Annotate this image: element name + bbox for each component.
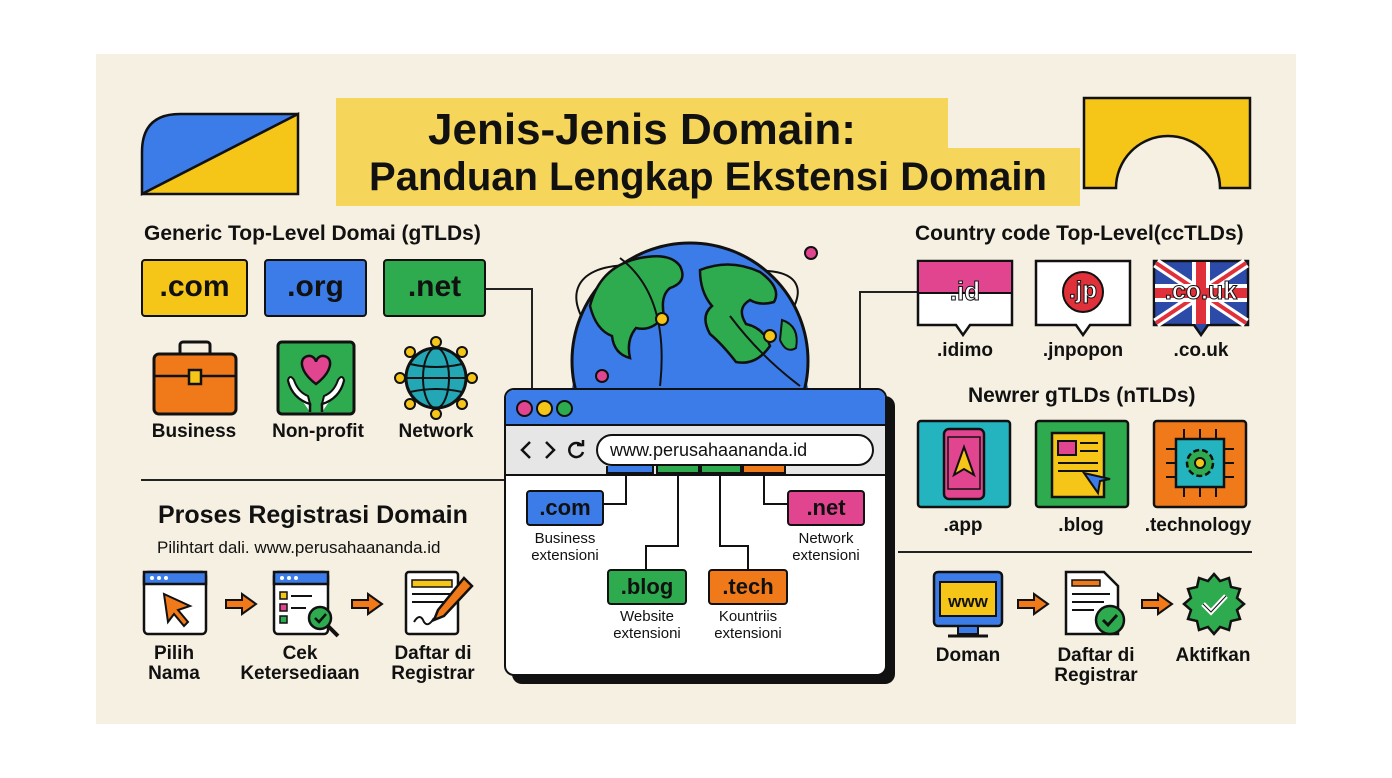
globe-network-icon	[394, 336, 478, 420]
gtld-label-nonprofit: Non-profit	[272, 421, 364, 442]
ntld-label-app: .app	[943, 515, 983, 536]
page-title: Jenis-Jenis Domain:	[428, 105, 856, 154]
cursor-window-icon	[142, 570, 208, 636]
verified-badge-icon	[1182, 572, 1246, 636]
divider-right	[898, 551, 1252, 553]
ext-desc-com: Business extensioni	[531, 530, 599, 564]
url-text[interactable]: www.perusahaananda.id	[610, 440, 808, 460]
cctld-label-couk: .co.uk	[1173, 340, 1229, 361]
arrow-right-icon	[1141, 592, 1174, 616]
reload-icon[interactable]	[566, 440, 586, 460]
window-minimize-icon[interactable]	[536, 400, 553, 417]
checklist-search-icon	[272, 570, 340, 638]
url-segment-green-2	[700, 466, 742, 474]
activation-step-3: Aktifkan	[1175, 645, 1251, 666]
heart-hands-icon	[276, 340, 356, 416]
arrow-right-icon	[225, 592, 258, 616]
indonesia-flag-icon	[916, 259, 1014, 338]
gtld-pill-com: .com	[141, 259, 248, 317]
url-segment-blue	[606, 466, 654, 474]
uk-flag-icon	[1152, 258, 1250, 338]
ext-desc-blog: Website extensioni	[613, 608, 681, 642]
gtld-pill-net: .net	[383, 259, 486, 317]
ext-pill-net: .net	[787, 490, 865, 526]
www-screen-text: www	[948, 592, 988, 611]
registration-step-3: Daftar di Registrar	[391, 643, 475, 684]
gtld-label-network: Network	[398, 421, 474, 442]
cctld-label-jp: .jnpopon	[1042, 340, 1124, 361]
page-subtitle: Panduan Lengkap Ekstensi Domain	[369, 155, 1047, 199]
smartphone-app-icon	[916, 419, 1012, 509]
window-close-icon[interactable]	[516, 400, 533, 417]
registration-step-1: Pilih Nama	[148, 643, 200, 684]
gtld-heading: Generic Top-Level Domai (gTLDs)	[144, 222, 481, 245]
document-pen-icon	[404, 570, 474, 636]
arrow-right-icon	[351, 592, 384, 616]
ntld-heading: Newrer gTLDs (nTLDs)	[968, 384, 1196, 407]
flag-text-id: .id	[949, 276, 981, 307]
registration-subtitle: Pilihtart dali. www.perusahaananda.id	[157, 538, 441, 557]
japan-flag-icon	[1034, 259, 1132, 338]
ntld-label-blog: .blog	[1058, 515, 1104, 536]
url-bar[interactable]	[596, 434, 874, 466]
title-band-2	[336, 148, 1080, 206]
gtld-pill-org: .org	[264, 259, 367, 317]
blog-page-icon	[1034, 419, 1130, 509]
window-maximize-icon[interactable]	[556, 400, 573, 417]
url-segment-green	[656, 466, 700, 474]
activation-step-1: Doman	[935, 645, 1001, 666]
cctld-label-id: .idimo	[937, 340, 993, 361]
www-monitor-icon	[932, 570, 1004, 638]
cctld-heading: Country code Top-Level(ccTLDs)	[915, 222, 1244, 245]
world-globe-icon	[570, 241, 818, 408]
activation-step-2: Daftar di Registrar	[1054, 645, 1138, 686]
arrow-right-icon	[1017, 592, 1050, 616]
ext-desc-tech: Kountriis extensioni	[714, 608, 782, 642]
corner-shape-left-icon	[140, 111, 300, 197]
registration-step-2: Cek Ketersediaan	[240, 643, 360, 684]
ext-pill-com: .com	[526, 490, 604, 526]
briefcase-icon	[152, 340, 238, 416]
back-arrow-icon[interactable]	[518, 440, 534, 460]
gtld-label-business: Business	[151, 421, 237, 442]
registration-heading: Proses Registrasi Domain	[158, 501, 468, 529]
ext-pill-tech: .tech	[708, 569, 788, 605]
flag-text-couk: .co.uk	[1164, 277, 1238, 306]
ext-desc-net: Network extensioni	[792, 530, 860, 564]
chip-gear-icon	[1152, 419, 1248, 509]
flag-text-jp: .jp	[1069, 277, 1098, 305]
forward-arrow-icon[interactable]	[542, 440, 558, 460]
corner-arch-right-icon	[1082, 96, 1252, 190]
document-check-icon	[1064, 570, 1126, 636]
ext-pill-blog: .blog	[607, 569, 687, 605]
url-segment-orange	[742, 466, 786, 474]
divider-left	[141, 479, 511, 481]
ntld-label-technology: .technology	[1144, 515, 1252, 536]
